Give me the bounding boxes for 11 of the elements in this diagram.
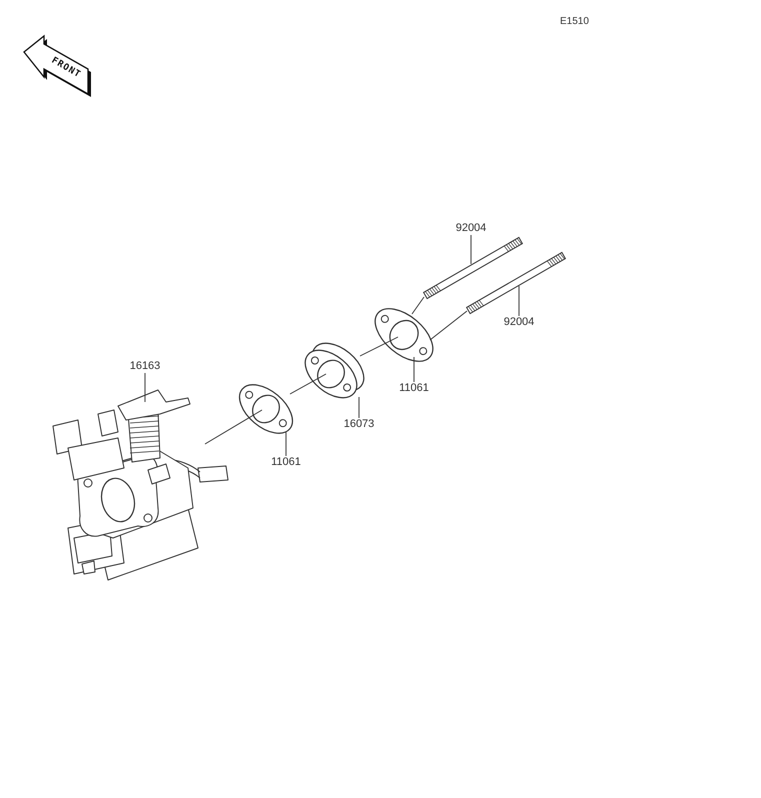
- leader-line: [290, 374, 326, 394]
- leader-line: [360, 336, 398, 356]
- leader-line: [144, 372, 146, 402]
- diagram-code: E1510: [560, 16, 589, 27]
- leader-line: [358, 396, 360, 418]
- leader-line: [430, 310, 468, 340]
- leader-line: [204, 410, 262, 444]
- gasket-drawing: [372, 306, 436, 364]
- leader-line: [470, 234, 472, 264]
- leader-line: [518, 286, 520, 316]
- leader-line: [412, 296, 424, 314]
